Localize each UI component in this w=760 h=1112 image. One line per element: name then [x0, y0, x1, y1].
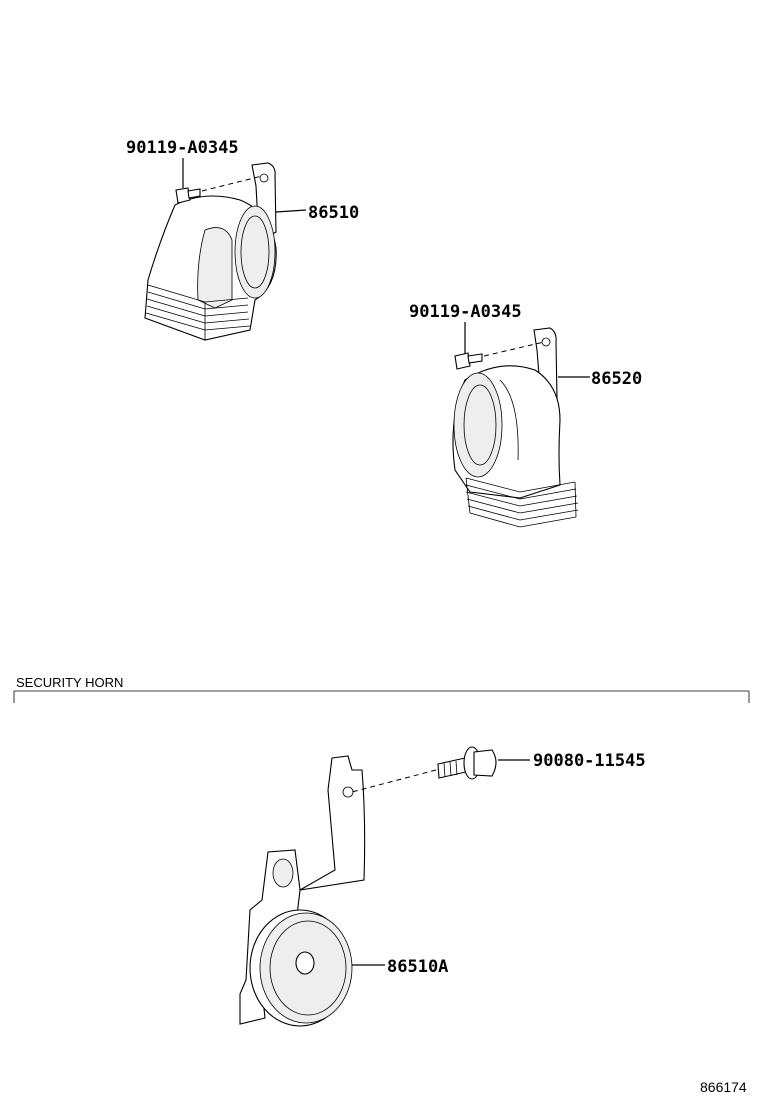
- horn-fins-86520: [465, 477, 579, 528]
- label-bolt-security[interactable]: 90080-11545: [533, 751, 646, 771]
- bolt-head-security: [473, 749, 497, 777]
- horn-86510-drawing: [144, 158, 307, 341]
- label-bolt-lower[interactable]: 90119-A0345: [409, 302, 522, 322]
- bolt-shank-security: [437, 757, 467, 779]
- bracket-grommet-86510A: [272, 858, 294, 888]
- horn-curve-86520: [499, 379, 519, 461]
- section-title: SECURITY HORN: [16, 675, 123, 690]
- bolt-dashed-line-security: [351, 769, 437, 793]
- bolt-shank-lower: [467, 353, 483, 364]
- label-horn-upper[interactable]: 86510: [308, 203, 359, 223]
- bolt-thread-security: [443, 760, 458, 778]
- bolt-dashed-line-lower: [483, 341, 545, 357]
- figure-number: 866174: [700, 1079, 747, 1095]
- bolt-shank-upper: [187, 188, 201, 199]
- bracket-hole-86520: [541, 337, 551, 347]
- horn-ring-inner-86510: [240, 215, 270, 289]
- label-bolt-upper[interactable]: 90119-A0345: [126, 138, 239, 158]
- horn-mouth-86510: [197, 227, 233, 309]
- label-horn-lower[interactable]: 86520: [591, 369, 642, 389]
- horn-86520-drawing: [452, 322, 590, 528]
- bracket-hole-86510: [259, 173, 269, 183]
- horn-86510A-drawing: [239, 746, 530, 1027]
- leader-horn-upper: [275, 209, 307, 213]
- horn-disc-ring-86510A: [269, 920, 347, 1016]
- horn-ring-inner-86520: [463, 384, 497, 466]
- label-horn-security[interactable]: 86510A: [387, 957, 448, 977]
- bolt-head-upper: [175, 187, 191, 204]
- horn-fins-86510: [145, 284, 251, 340]
- horn-ring-86520: [453, 372, 503, 478]
- bolt-dashed-line-upper: [201, 175, 263, 192]
- bolt-head-lower: [454, 352, 471, 370]
- horn-ring-86510: [234, 205, 276, 299]
- security-section-frame: [13, 690, 750, 703]
- horn-terminal-86510A: [295, 951, 315, 975]
